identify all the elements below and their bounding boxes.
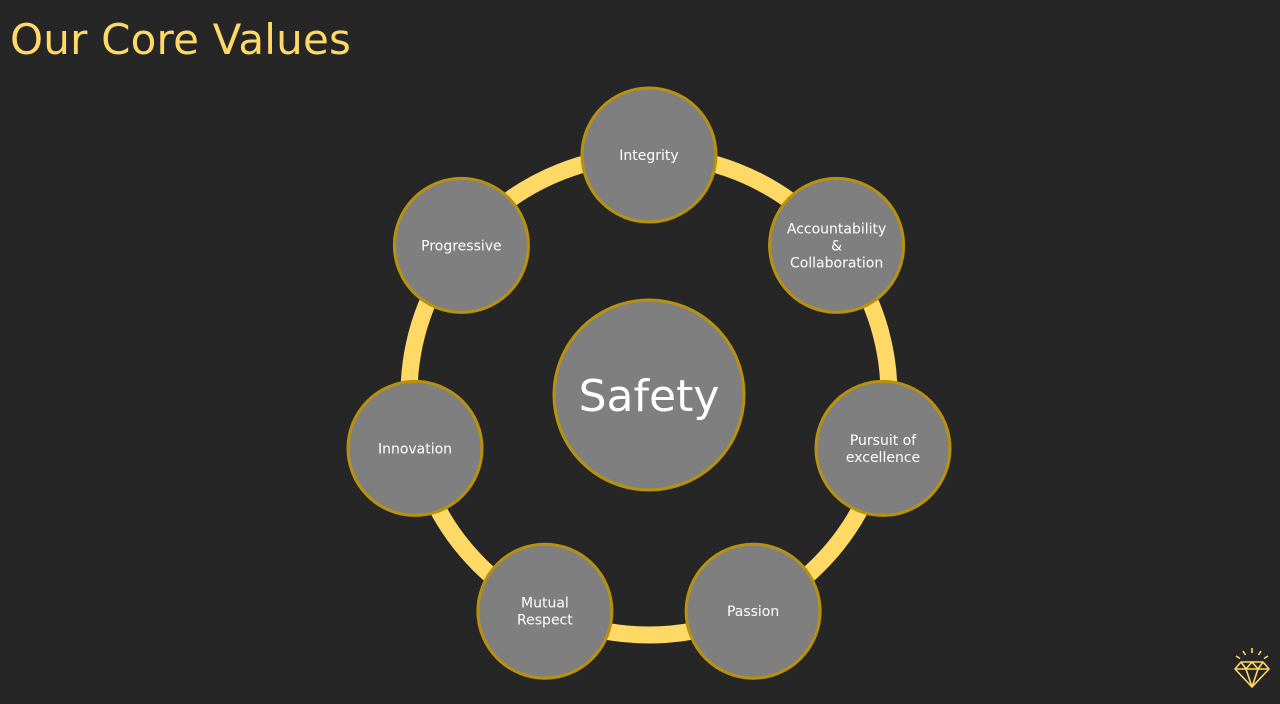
value-node-label: & [831,238,842,254]
value-node-integrity: Integrity [580,86,718,224]
value-node-label: Mutual [521,596,569,612]
value-node-circle [580,86,718,224]
value-node-circle [476,542,614,680]
value-node-progressive: Progressive [392,176,530,314]
page-title: Our Core Values [10,15,352,64]
value-node-circle [684,542,822,680]
value-node-label: Collaboration [790,255,883,271]
value-node-accountability-collaboration: Accountability&Collaboration [768,176,906,314]
value-node-label: excellence [846,450,920,466]
value-node-circle [392,176,530,314]
center-node: Safety [552,298,746,492]
value-node-label: Integrity [619,148,678,164]
value-node-circle [768,176,906,314]
diamond-icon [1234,648,1270,688]
center-label: Safety [579,371,720,422]
value-node-label: Respect [517,613,573,629]
value-node-passion: Passion [684,542,822,680]
value-node-label: Pursuit of [850,433,917,449]
value-nodes: IntegrityAccountability&CollaborationPur… [346,86,952,680]
value-node-label: Accountability [787,221,886,237]
value-node-label: Progressive [421,238,502,254]
center-circle [552,298,746,492]
value-node-innovation: Innovation [346,379,484,517]
value-node-label: Passion [727,604,779,620]
value-node-label: Innovation [378,441,452,457]
value-node-circle [814,379,952,517]
value-node-circle [346,379,484,517]
